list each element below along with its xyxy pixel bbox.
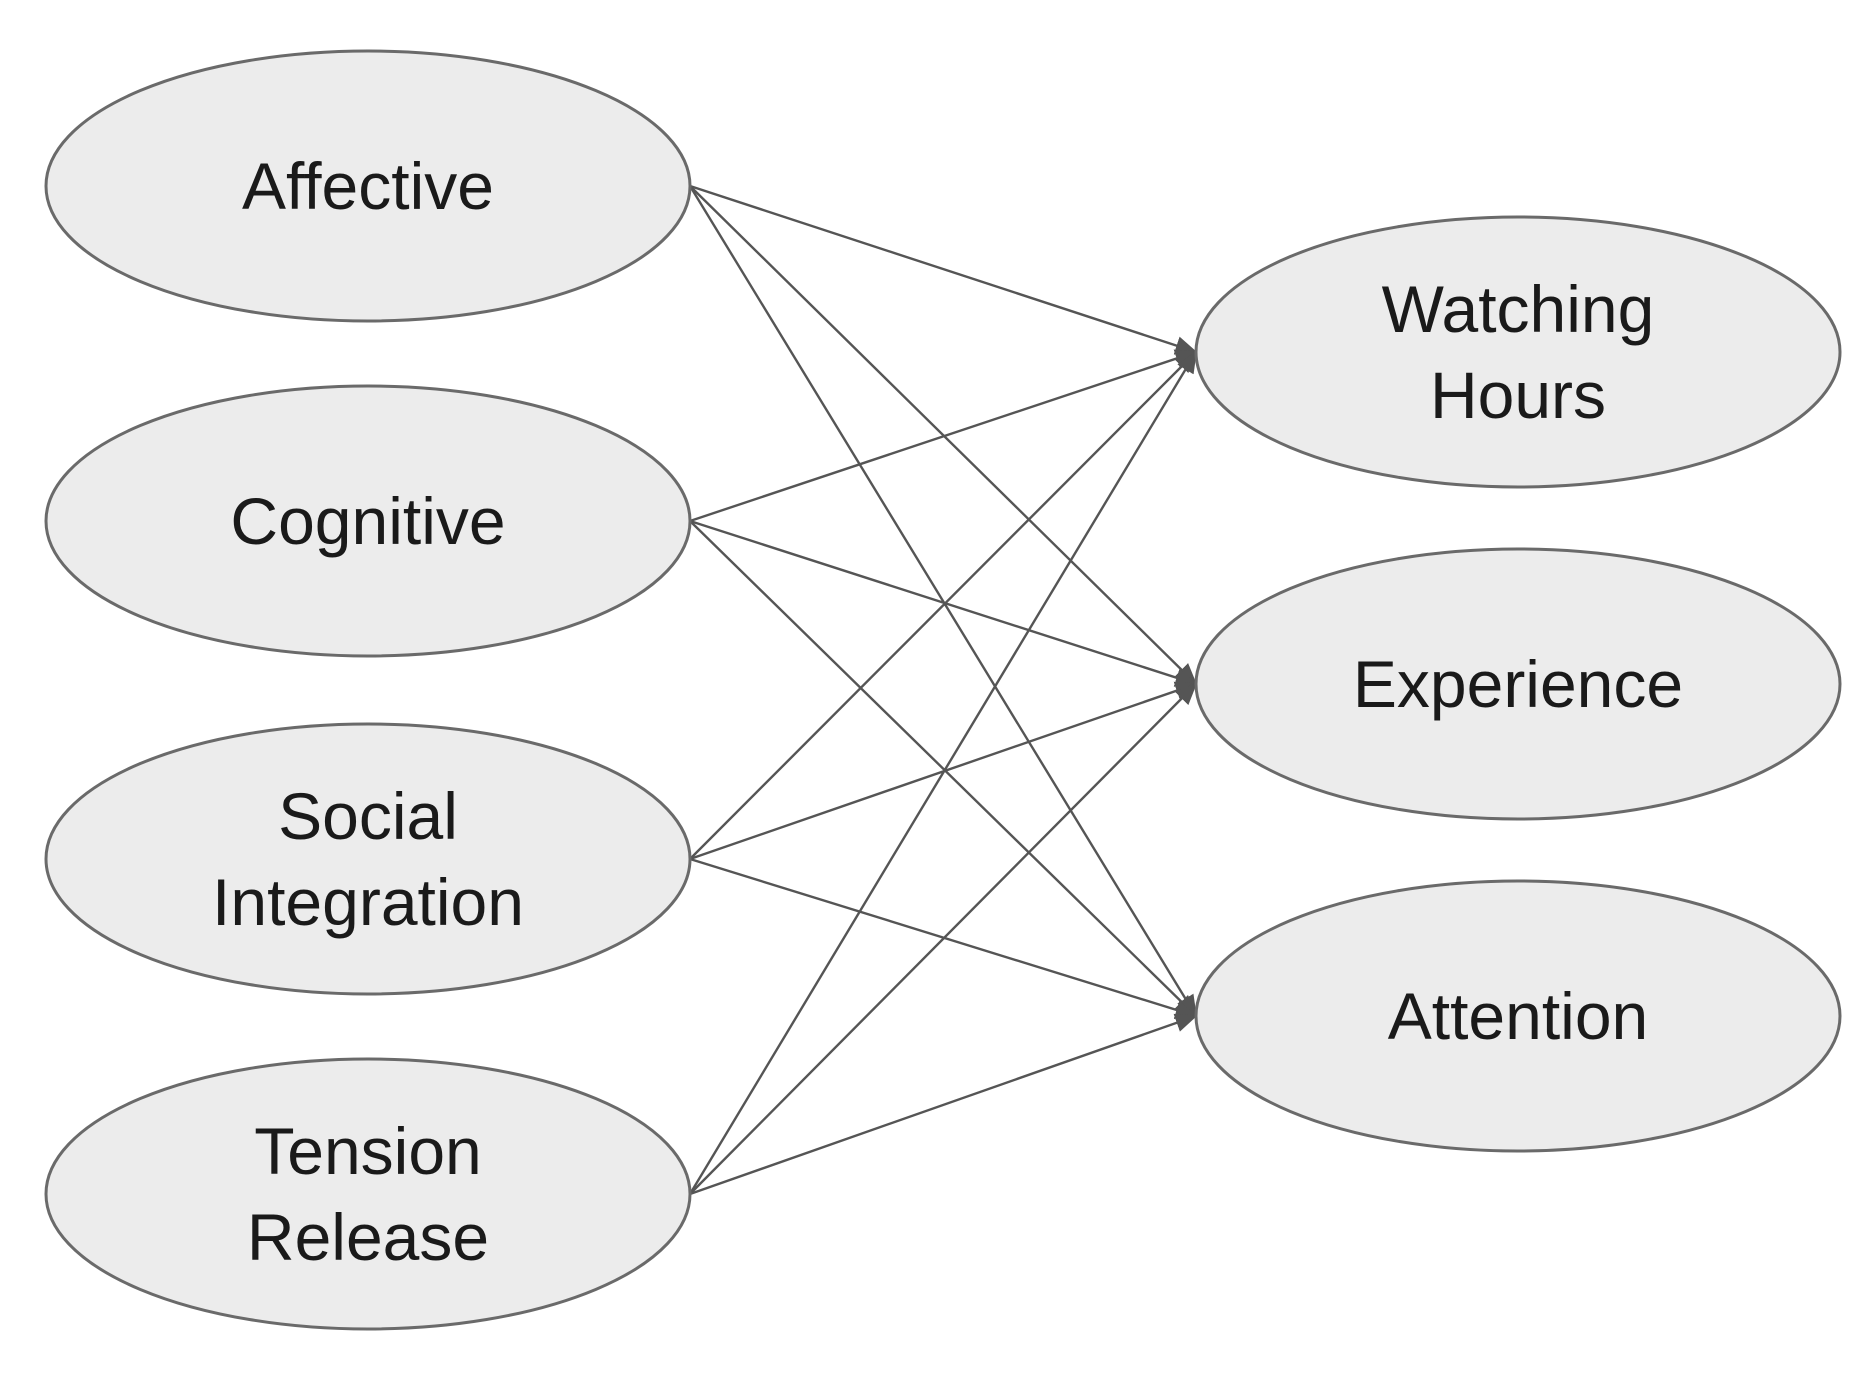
node-label-cognitive: Cognitive [230,484,505,558]
node-ellipse-social-integration [44,722,692,996]
node-label-social-integration-line-2: Integration [212,865,524,939]
node-ellipse-attention [1194,879,1842,1153]
edge-social-integration-to-watching-hours [689,350,1198,860]
node-label-tension-release-line-1: Tension [254,1114,482,1188]
edge-affective-to-watching-hours [689,184,1198,355]
edge-tension-release-to-watching-hours [688,350,1198,1195]
node-ellipse-tension-release [44,1057,692,1331]
edge-cognitive-to-attention [689,520,1198,1018]
edge-affective-to-attention [688,185,1198,1018]
edges [688,184,1198,1196]
node-ellipse-cognitive [44,384,692,658]
node-experience: Experience [1194,547,1842,821]
node-label-attention: Attention [1388,979,1649,1053]
node-attention: Attention [1194,879,1842,1153]
edge-tension-release-to-attention [689,1013,1198,1196]
edge-tension-release-to-experience [689,682,1198,1195]
edge-affective-to-experience [689,185,1198,686]
node-label-social-integration-line-1: Social [278,779,458,853]
node-label-affective: Affective [242,149,494,223]
node-affective: Affective [44,49,692,323]
edge-cognitive-to-watching-hours [689,349,1198,523]
node-cognitive: Cognitive [44,384,692,658]
edge-cognitive-to-experience [689,519,1198,687]
node-label-experience: Experience [1353,647,1683,721]
node-label-tension-release-line-2: Release [247,1200,489,1274]
node-label-watching-hours-line-1: Watching [1382,272,1655,346]
node-ellipse-affective [44,49,692,323]
node-ellipse-experience [1194,547,1842,821]
node-ellipse-watching-hours [1194,215,1842,489]
nodes: AffectiveCognitiveSocialIntegrationTensi… [44,49,1842,1331]
node-label-watching-hours-line-2: Hours [1430,358,1606,432]
